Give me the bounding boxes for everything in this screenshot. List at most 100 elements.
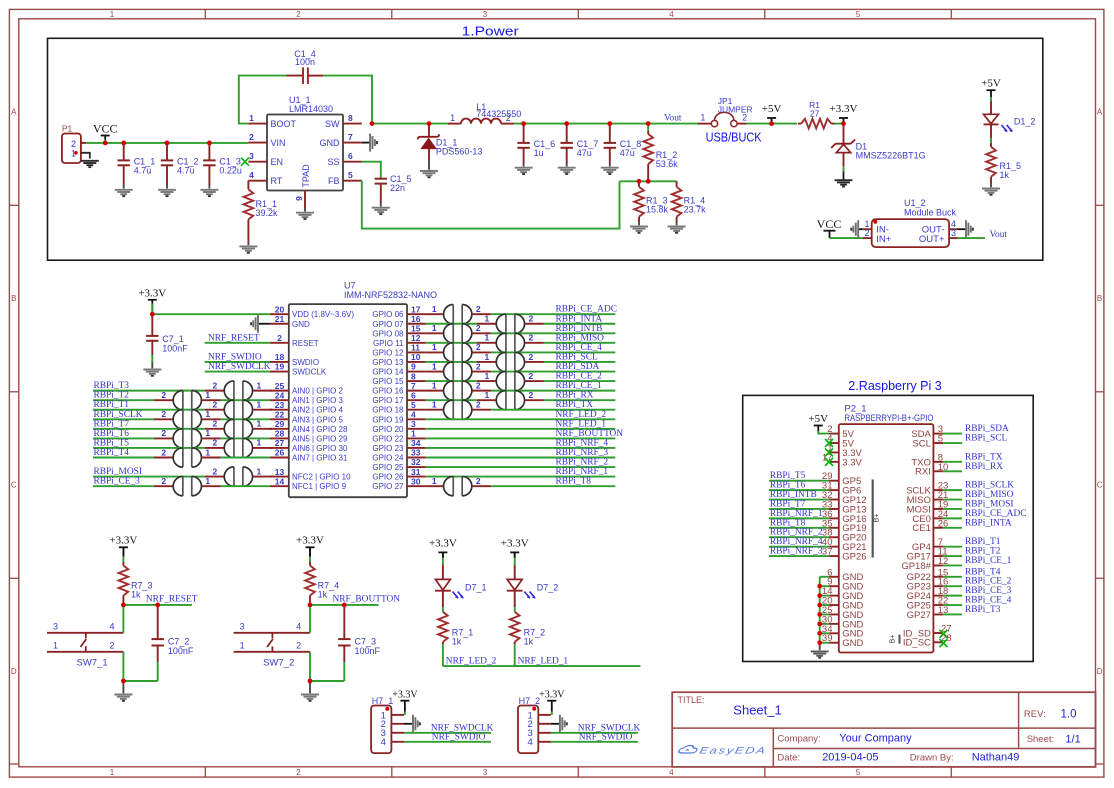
svg-text:NRF_SWDIO: NRF_SWDIO — [432, 732, 486, 742]
svg-text:RBPi_MISO: RBPi_MISO — [965, 490, 1014, 500]
svg-text:EN: EN — [271, 157, 284, 167]
svg-text:NRF_SWDCLK: NRF_SWDCLK — [578, 723, 641, 733]
svg-text:GPIO 27: GPIO 27 — [372, 482, 404, 491]
svg-text:32: 32 — [822, 490, 833, 501]
svg-text:RBPi_T4: RBPi_T4 — [965, 567, 1001, 577]
svg-text:1: 1 — [110, 10, 115, 19]
svg-text:Company:: Company: — [777, 733, 820, 744]
svg-text:C7_1: C7_1 — [162, 334, 184, 344]
svg-text:2: 2 — [476, 476, 481, 486]
svg-text:4: 4 — [669, 768, 674, 777]
svg-text:R7_4: R7_4 — [318, 581, 340, 591]
svg-text:17: 17 — [822, 452, 833, 463]
svg-text:1: 1 — [257, 419, 262, 429]
svg-text:RBPi_SCLK: RBPi_SCLK — [94, 410, 143, 420]
svg-text:ID_SC: ID_SC — [903, 638, 931, 649]
svg-text:GPIO 24: GPIO 24 — [372, 453, 404, 462]
svg-text:11: 11 — [938, 547, 948, 558]
svg-text:6: 6 — [411, 390, 416, 400]
svg-text:10: 10 — [411, 352, 421, 362]
svg-text:3: 3 — [483, 10, 488, 19]
svg-text:1: 1 — [205, 390, 210, 400]
svg-text:23: 23 — [275, 400, 285, 410]
svg-text:AIN7 | GPIO 31: AIN7 | GPIO 31 — [292, 453, 348, 462]
svg-text:OUT+: OUT+ — [919, 234, 945, 245]
svg-text:AIN1 | GPIO 3: AIN1 | GPIO 3 — [292, 396, 344, 405]
svg-text:1: 1 — [432, 342, 437, 352]
svg-text:H7_2: H7_2 — [519, 696, 541, 706]
svg-text:2: 2 — [161, 476, 166, 486]
svg-text:GP20: GP20 — [842, 533, 866, 544]
svg-text:RBPi_T4: RBPi_T4 — [94, 448, 130, 458]
svg-text:27: 27 — [810, 109, 820, 119]
svg-text:RBPi_T2: RBPi_T2 — [965, 547, 1001, 557]
svg-text:1: 1 — [450, 113, 455, 123]
svg-text:23.7k: 23.7k — [684, 205, 707, 215]
svg-text:R7_2: R7_2 — [524, 627, 546, 637]
svg-text:RBPi_T3: RBPi_T3 — [965, 605, 1001, 615]
svg-text:3: 3 — [240, 622, 245, 632]
svg-text:1: 1 — [864, 219, 869, 229]
svg-text:B: B — [1097, 294, 1102, 303]
svg-text:24: 24 — [275, 390, 285, 400]
svg-text:37: 37 — [822, 547, 833, 558]
svg-text:Date:: Date: — [777, 752, 800, 763]
svg-text:AIN6 | GPIO 30: AIN6 | GPIO 30 — [292, 444, 348, 453]
svg-text:ID_SD: ID_SD — [903, 628, 931, 639]
svg-text:2: 2 — [161, 390, 166, 400]
svg-text:2: 2 — [476, 323, 481, 333]
svg-text:1: 1 — [432, 380, 437, 390]
svg-text:RBPi_T8: RBPi_T8 — [770, 518, 806, 528]
svg-text:RBPi_INTA: RBPi_INTA — [965, 518, 1012, 528]
svg-text:12: 12 — [411, 333, 421, 343]
svg-text:2: 2 — [529, 371, 534, 381]
svg-text:38: 38 — [822, 528, 833, 539]
svg-text:19: 19 — [938, 499, 949, 510]
svg-text:AIN5 | GPIO 29: AIN5 | GPIO 29 — [292, 434, 348, 443]
svg-text:Vout: Vout — [990, 230, 1008, 240]
svg-text:1.Power: 1.Power — [462, 25, 519, 39]
svg-text:34: 34 — [411, 438, 421, 448]
svg-text:2: 2 — [213, 380, 218, 390]
svg-text:2: 2 — [476, 380, 481, 390]
svg-text:Sheet:: Sheet: — [1027, 734, 1054, 745]
svg-text:22: 22 — [275, 409, 285, 419]
svg-text:28: 28 — [941, 633, 952, 644]
svg-text:MISO: MISO — [907, 495, 931, 506]
svg-text:R1_3: R1_3 — [646, 196, 668, 206]
svg-text:REV:: REV: — [1024, 709, 1046, 720]
svg-text:16: 16 — [411, 314, 421, 324]
svg-text:SCLK: SCLK — [906, 486, 931, 497]
svg-text:39: 39 — [822, 633, 833, 644]
svg-text:1: 1 — [249, 113, 254, 123]
svg-text:0.22u: 0.22u — [219, 166, 242, 176]
svg-text:1: 1 — [432, 361, 437, 371]
svg-text:31: 31 — [822, 481, 833, 492]
svg-text:NRF_LED_1: NRF_LED_1 — [518, 656, 569, 666]
svg-text:GND: GND — [842, 572, 863, 583]
svg-text:NRF_RESET: NRF_RESET — [146, 595, 198, 605]
svg-text:SWDCLK: SWDCLK — [292, 368, 327, 377]
svg-text:RBPi_SDA: RBPi_SDA — [556, 362, 600, 372]
svg-text:GP18#: GP18# — [901, 561, 931, 572]
svg-text:OUT-: OUT- — [922, 225, 945, 236]
svg-text:1: 1 — [700, 113, 705, 123]
svg-text:L1: L1 — [476, 102, 486, 112]
svg-text:GPIO 22: GPIO 22 — [372, 434, 404, 443]
svg-text:RBPi_CE_3: RBPi_CE_3 — [94, 477, 141, 487]
svg-text:1k: 1k — [131, 590, 141, 600]
svg-text:3: 3 — [53, 622, 58, 632]
svg-text:1: 1 — [432, 400, 437, 410]
svg-text:GP26: GP26 — [842, 551, 866, 562]
svg-text:4.7u: 4.7u — [177, 166, 195, 176]
svg-text:2: 2 — [161, 409, 166, 419]
svg-text:+3.3V: +3.3V — [109, 535, 137, 547]
svg-text:18: 18 — [938, 586, 949, 597]
svg-text:+5V: +5V — [808, 413, 828, 425]
svg-text:36: 36 — [822, 509, 833, 520]
svg-text:JP1: JP1 — [718, 96, 733, 106]
svg-text:1.0: 1.0 — [1061, 709, 1077, 721]
svg-text:BOOT: BOOT — [271, 119, 297, 129]
svg-text:MMSZ5226BT1G: MMSZ5226BT1G — [856, 151, 926, 161]
svg-text:NRF_LED_2: NRF_LED_2 — [556, 410, 607, 420]
